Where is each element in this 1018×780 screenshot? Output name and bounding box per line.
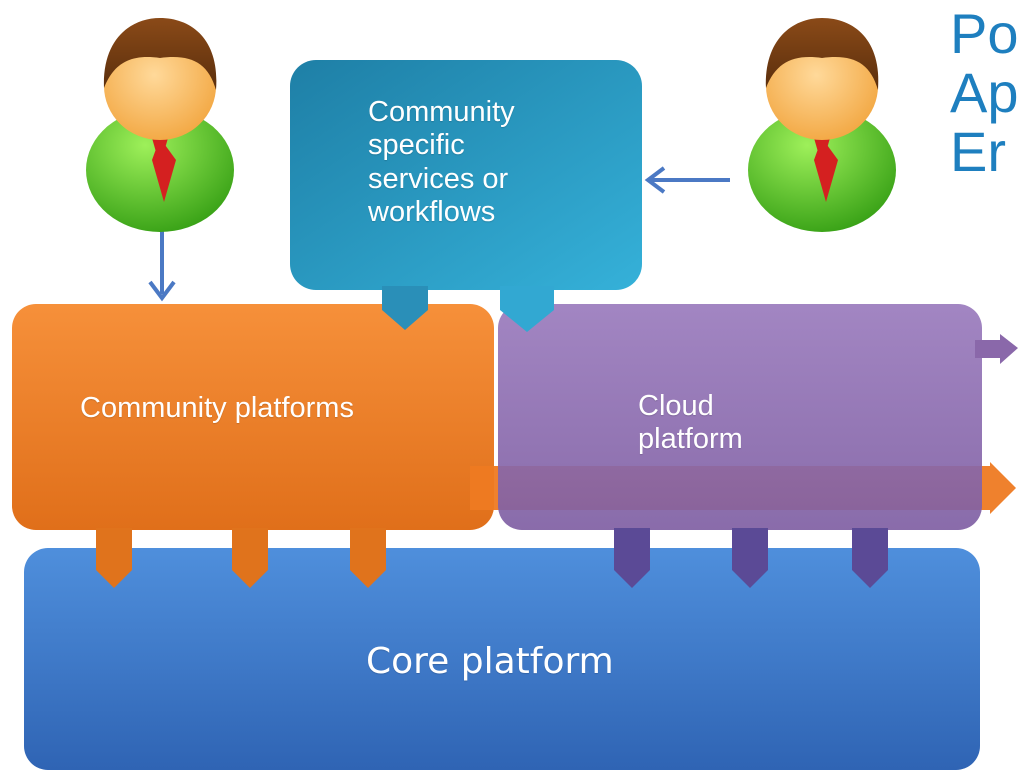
cropped-side-text: Po Ap Er xyxy=(950,2,1018,183)
side-text-fragment: Er xyxy=(950,119,1006,183)
core-platform-box xyxy=(24,548,980,770)
community-services-box xyxy=(290,60,642,332)
user-icon xyxy=(86,18,234,232)
cloud-platform-box xyxy=(498,304,1018,530)
side-text-fragment: Ap xyxy=(950,60,1018,124)
side-text-fragment: Po xyxy=(950,2,1018,65)
community-platforms-connectors xyxy=(96,528,386,588)
user-to-services-arrow xyxy=(644,166,730,194)
cloud-platform-connectors xyxy=(614,528,888,588)
user-to-community-platforms-arrow xyxy=(148,226,176,302)
user-icon xyxy=(748,18,896,232)
